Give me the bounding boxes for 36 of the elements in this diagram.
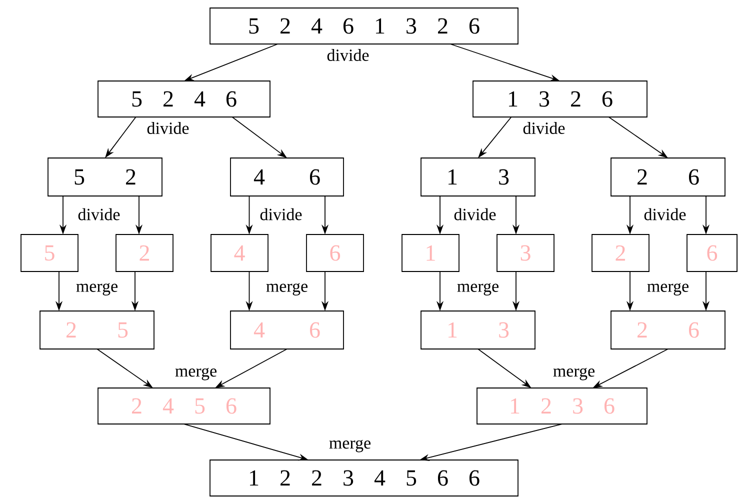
number-box: 1 3 2 6 (472, 80, 648, 118)
number-box: 1 2 3 6 (476, 388, 648, 424)
number-box: 2 (592, 234, 650, 272)
number-box: 4 (210, 234, 268, 272)
edge-label: divide (76, 207, 122, 222)
edge-label: divide (642, 207, 688, 222)
edge-label: divide (522, 121, 566, 135)
edge-label: divide (326, 48, 370, 62)
number-box: 5 2 4 6 (98, 80, 270, 118)
number-box: 2 (116, 234, 174, 272)
number-box: 6 (306, 234, 364, 272)
number-box: 2 6 (610, 158, 726, 196)
edge-label: merge (264, 282, 310, 296)
number-box: 6 (686, 234, 738, 272)
edge-label: divide (258, 207, 304, 222)
number-box: 1 2 2 3 4 5 6 6 (210, 460, 518, 496)
edge-label: merge (174, 366, 218, 382)
number-box: 2 6 (610, 310, 726, 350)
number-box: 3 (496, 234, 554, 272)
number-box: 4 6 (230, 310, 344, 350)
number-box: 2 4 5 6 (98, 388, 270, 424)
edge-label: merge (456, 282, 500, 296)
edge-label: merge (552, 366, 596, 382)
edge-label: merge (646, 282, 690, 296)
number-box: 5 (20, 234, 78, 272)
edge-label: merge (328, 438, 372, 454)
number-box: 5 2 4 6 1 3 2 6 (210, 8, 518, 44)
edge-label: divide (146, 121, 190, 135)
number-box: 5 2 (48, 158, 162, 196)
number-box: 1 3 (420, 310, 536, 350)
number-box: 1 (402, 234, 460, 272)
number-box: 4 6 (230, 158, 344, 196)
number-box: 2 5 (40, 310, 154, 350)
edge-label: merge (74, 282, 120, 296)
edge-label: divide (452, 207, 498, 222)
number-box: 1 3 (420, 158, 536, 196)
